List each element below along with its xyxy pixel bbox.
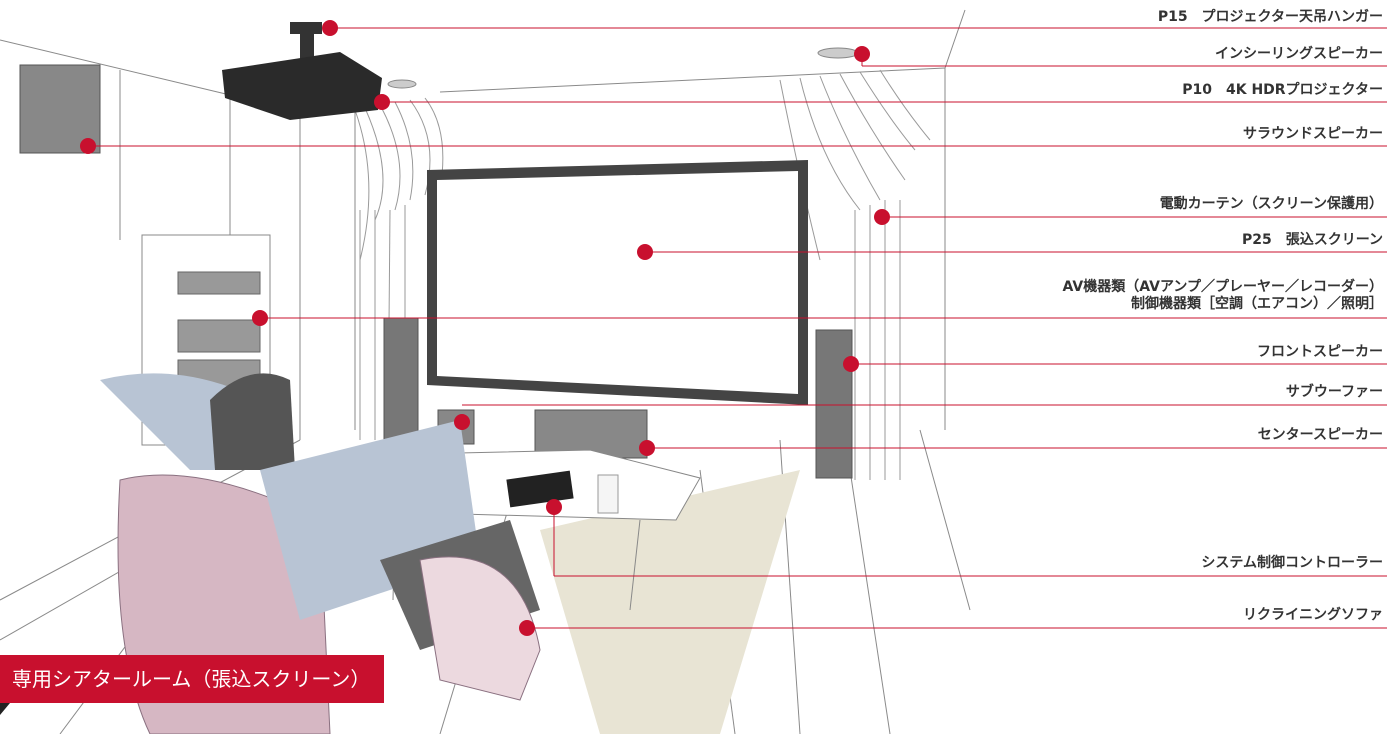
callout-dot-subwoofer: [454, 414, 470, 430]
label-ceiling-hanger: P15 プロジェクター天吊ハンガー: [1157, 9, 1383, 25]
front-left-speaker-shape: [383, 317, 419, 449]
callout-dot-center: [639, 440, 655, 456]
room-title-banner: 専用シアタールーム（張込スクリーン）: [0, 655, 385, 703]
callout-dot-projector: [374, 94, 390, 110]
callout-dot-ceiling-speaker: [854, 46, 870, 62]
callout-dot-sofa: [519, 620, 535, 636]
rug-shape: [540, 470, 800, 734]
label-controller: システム制御コントローラー: [1201, 555, 1383, 571]
label-sofa: リクライニングソファ: [1243, 607, 1383, 623]
label-surround-speaker: サラウンドスピーカー: [1243, 126, 1383, 142]
title-banner-notch: [0, 703, 10, 715]
label-projector: P10 4K HDRプロジェクター: [1182, 82, 1383, 98]
ceiling-speaker-shape: [387, 79, 417, 89]
callout-dot-hanger: [322, 20, 338, 36]
label-ceiling-speaker: インシーリングスピーカー: [1215, 46, 1383, 62]
label-screen: P25 張込スクリーン: [1241, 232, 1383, 248]
front-right-speaker-shape: [815, 329, 853, 479]
callout-dot-screen: [637, 244, 653, 260]
label-curtain: 電動カーテン（スクリーン保護用）: [1159, 196, 1383, 212]
callout-dot-front: [843, 356, 859, 372]
callout-dot-curtain: [874, 209, 890, 225]
label-av-equipment: AV機器類（AVアンプ／プレーヤー／レコーダー） 制御機器類［空調（エアコン）／…: [1062, 279, 1383, 312]
label-front-speaker: フロントスピーカー: [1257, 344, 1383, 360]
callout-dot-av: [252, 310, 268, 326]
callout-dot-controller: [546, 499, 562, 515]
callout-dot-surround: [80, 138, 96, 154]
projector-shape: [222, 22, 382, 120]
screen-shape: [427, 160, 808, 405]
label-center-speaker: センタースピーカー: [1257, 427, 1383, 443]
label-subwoofer: サブウーファー: [1285, 384, 1383, 400]
